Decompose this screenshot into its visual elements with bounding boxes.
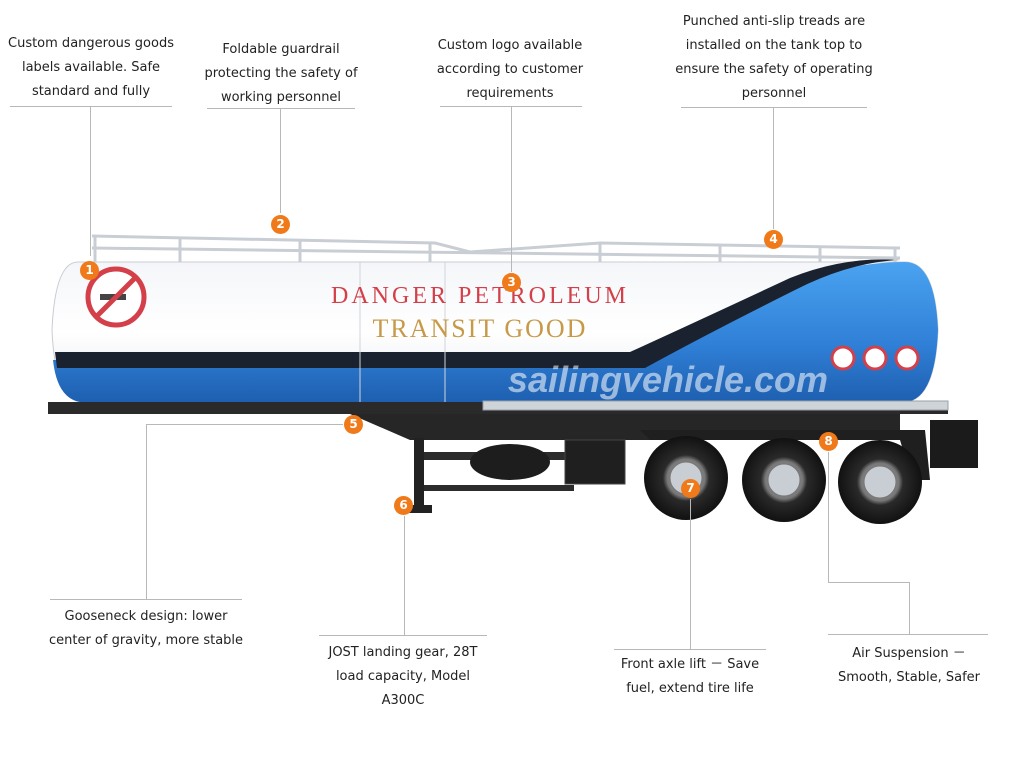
callout-8-rule bbox=[828, 634, 988, 635]
warning-signs-icon bbox=[830, 345, 920, 371]
callout-6-rule bbox=[319, 635, 487, 636]
badge-2: 2 bbox=[271, 215, 290, 234]
callout-2-rule bbox=[207, 108, 355, 109]
callout-4-rule bbox=[681, 107, 867, 108]
side-pipe bbox=[482, 400, 949, 411]
callout-1-text: Custom dangerous goods labels available.… bbox=[8, 36, 174, 99]
badge-5: 5 bbox=[344, 415, 363, 434]
callout-7-text: Front axle lift － Save fuel, extend tire… bbox=[620, 657, 760, 696]
callout-1-rule bbox=[10, 106, 172, 107]
tank-text-danger: DANGER PETROLEUM bbox=[331, 283, 629, 309]
callout-3-text: Custom logo available according to custo… bbox=[436, 38, 584, 101]
callout-5-text: Gooseneck design: lower center of gravit… bbox=[48, 609, 244, 648]
watermark-text: sailingvehicle.com bbox=[508, 359, 828, 400]
callout-8-text: Air Suspension － Smooth, Stable, Safer bbox=[837, 646, 980, 685]
callout-7-leader bbox=[690, 499, 691, 649]
callout-5-rule bbox=[50, 599, 242, 600]
no-smoking-sign-icon bbox=[85, 266, 147, 328]
callout-2-text: Foldable guardrail protecting the safety… bbox=[204, 42, 358, 105]
guardrail bbox=[91, 234, 901, 262]
tank-text-transit: TRANSIT GOOD bbox=[372, 314, 588, 343]
callout-8-leader bbox=[828, 452, 829, 582]
callout-3-leader bbox=[511, 106, 512, 272]
callout-1-leader bbox=[90, 106, 91, 256]
badge-4: 4 bbox=[764, 230, 783, 249]
callout-4-leader bbox=[773, 107, 774, 229]
badge-1: 1 bbox=[80, 261, 99, 280]
badge-7: 7 bbox=[681, 479, 700, 498]
badge-6: 6 bbox=[394, 496, 413, 515]
badge-3: 3 bbox=[502, 273, 521, 292]
badge-8: 8 bbox=[819, 432, 838, 451]
callout-8-rule-mid bbox=[828, 582, 910, 583]
callout-5-leader bbox=[146, 424, 147, 599]
callout-7-rule bbox=[614, 649, 766, 650]
callout-6-leader bbox=[404, 516, 405, 635]
callout-6-text: JOST landing gear, 28T load capacity, Mo… bbox=[328, 645, 478, 708]
toolbox bbox=[564, 439, 626, 485]
wheels bbox=[470, 436, 922, 524]
callout-8-leader-2 bbox=[909, 582, 910, 634]
callout-2-leader bbox=[280, 108, 281, 213]
callout-5-rule-top bbox=[146, 424, 343, 425]
tank-stripe bbox=[55, 259, 900, 368]
callout-4-text: Punched anti-slip treads are installed o… bbox=[675, 14, 873, 101]
